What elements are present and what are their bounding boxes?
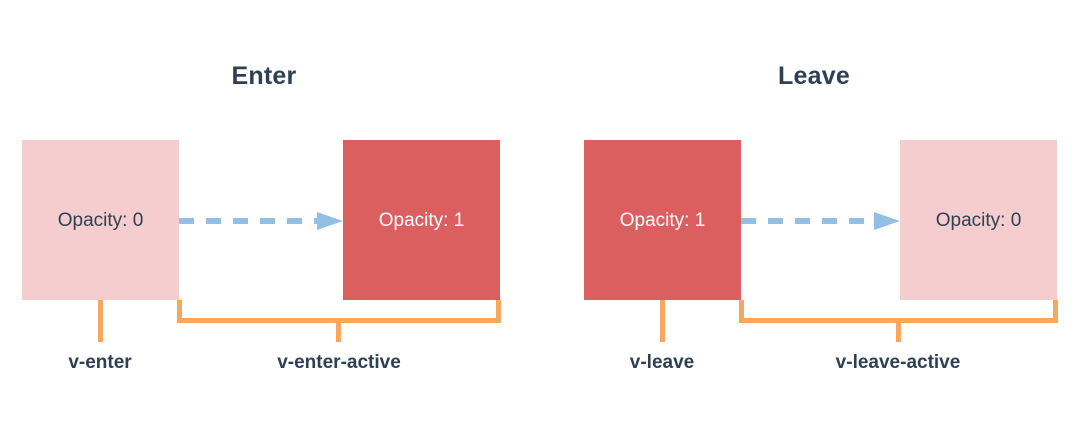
leave-end-state-box: Opacity: 0 bbox=[900, 140, 1057, 300]
leave-transition-arrow-icon bbox=[741, 212, 900, 230]
leave-end-opacity-label: Opacity: 0 bbox=[935, 209, 1022, 231]
v-leave-active-stem bbox=[896, 322, 901, 342]
section-title-enter: Enter bbox=[231, 62, 297, 90]
class-label-v-enter: v-enter bbox=[68, 352, 132, 373]
class-label-v-enter-active: v-enter-active bbox=[277, 352, 401, 373]
leave-start-state-box: Opacity: 1 bbox=[584, 140, 741, 300]
enter-end-opacity-label: Opacity: 1 bbox=[378, 209, 465, 231]
enter-transition-arrow-icon bbox=[179, 212, 343, 230]
v-leave-tick-marker bbox=[660, 300, 665, 342]
class-label-v-leave-active: v-leave-active bbox=[835, 352, 961, 373]
enter-end-state-box: Opacity: 1 bbox=[343, 140, 500, 300]
leave-start-opacity-label: Opacity: 1 bbox=[619, 209, 706, 231]
enter-start-opacity-label: Opacity: 0 bbox=[57, 209, 144, 231]
v-leave-active-span-bracket bbox=[739, 300, 1058, 323]
v-enter-tick-marker bbox=[98, 300, 103, 342]
section-title-leave: Leave bbox=[778, 62, 850, 90]
v-enter-active-stem bbox=[336, 322, 341, 342]
class-label-v-leave: v-leave bbox=[629, 352, 695, 373]
v-enter-active-span-bracket bbox=[177, 300, 501, 323]
enter-start-state-box: Opacity: 0 bbox=[22, 140, 179, 300]
